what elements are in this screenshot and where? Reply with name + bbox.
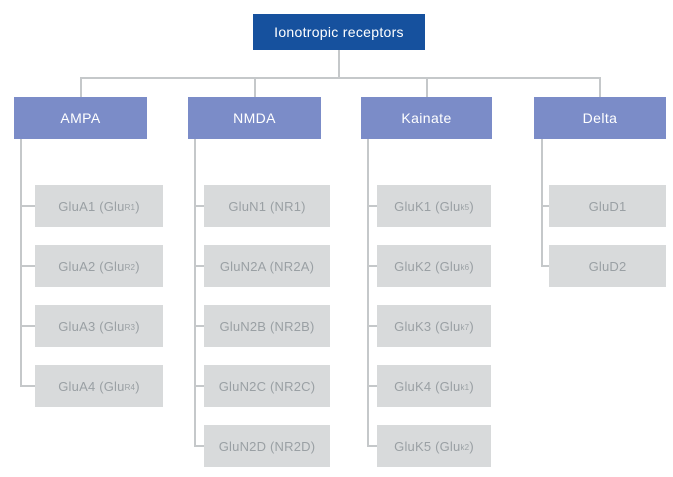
- root-node: Ionotropic receptors: [253, 14, 425, 50]
- node-label: GluA2 (Glu: [58, 258, 125, 274]
- connector-stub: [20, 265, 35, 267]
- node-glud2: GluD2: [549, 245, 666, 287]
- connector-spine-nmda: [194, 139, 196, 446]
- node-label: GluK2 (Glu: [394, 258, 461, 274]
- node-glud1: GluD1: [549, 185, 666, 227]
- root-node-label: Ionotropic receptors: [274, 24, 404, 40]
- connector-stub: [367, 385, 377, 387]
- node-glun2a: GluN2A (NR2A): [204, 245, 330, 287]
- connector-drop-kainate: [426, 77, 428, 97]
- connector-stub: [541, 205, 549, 207]
- connector-stub: [367, 265, 377, 267]
- connector-stub: [20, 385, 35, 387]
- node-label: GluN1 (NR1): [228, 198, 306, 214]
- node-label: GluA3 (Glu: [58, 318, 125, 334]
- category-kainate: Kainate: [361, 97, 492, 139]
- node-label: GluD1: [588, 198, 627, 214]
- connector-spine-kainate: [367, 139, 369, 446]
- node-label-suffix: ): [135, 258, 140, 274]
- node-glun2b: GluN2B (NR2B): [204, 305, 330, 347]
- connector-stub: [194, 385, 204, 387]
- node-label-suffix: ): [135, 378, 140, 394]
- connector-stub: [194, 445, 204, 447]
- node-glun1: GluN1 (NR1): [204, 185, 330, 227]
- connector-drop-delta: [599, 77, 601, 97]
- node-glun2c: GluN2C (NR2C): [204, 365, 330, 407]
- node-label-suffix: ): [469, 378, 474, 394]
- category-nmda-label: NMDA: [233, 110, 276, 126]
- connector-drop-ampa: [80, 77, 82, 97]
- connector-rail: [80, 77, 601, 79]
- node-label: GluK4 (Glu: [394, 378, 461, 394]
- connector-stub: [194, 265, 204, 267]
- connector-spine-ampa: [20, 139, 22, 386]
- connector-stub: [541, 265, 549, 267]
- connector-stub: [367, 445, 377, 447]
- node-label: GluD2: [588, 258, 627, 274]
- connector-stub: [367, 205, 377, 207]
- connector-stub: [194, 325, 204, 327]
- node-label-suffix: ): [135, 198, 140, 214]
- connector-stub: [367, 325, 377, 327]
- node-label: GluK1 (Glu: [394, 198, 461, 214]
- node-label: GluK3 (Glu: [394, 318, 461, 334]
- connector-stub: [20, 205, 35, 207]
- connector-drop-nmda: [254, 77, 256, 97]
- node-glun2d: GluN2D (NR2D): [204, 425, 330, 467]
- node-label-suffix: ): [135, 318, 140, 334]
- node-label-suffix: ): [469, 438, 474, 454]
- node-label-suffix: ): [469, 318, 474, 334]
- node-label: GluN2C (NR2C): [218, 378, 316, 394]
- node-label: GluN2D (NR2D): [218, 438, 316, 454]
- category-delta: Delta: [534, 97, 666, 139]
- node-label: GluK5 (Glu: [394, 438, 461, 454]
- connector-root-stem: [338, 50, 340, 77]
- node-label: GluA4 (Glu: [58, 378, 125, 394]
- connector-stub: [20, 325, 35, 327]
- category-delta-label: Delta: [582, 110, 618, 126]
- category-nmda: NMDA: [188, 97, 321, 139]
- connector-spine-delta: [541, 139, 543, 266]
- category-ampa-label: AMPA: [60, 110, 101, 126]
- category-kainate-label: Kainate: [401, 110, 452, 126]
- node-label: GluN2B (NR2B): [219, 318, 315, 334]
- node-label: GluA1 (Glu: [58, 198, 125, 214]
- connector-stub: [194, 205, 204, 207]
- node-label-suffix: ): [469, 258, 474, 274]
- node-label-suffix: ): [469, 198, 474, 214]
- node-label: GluN2A (NR2A): [219, 258, 315, 274]
- category-ampa: AMPA: [14, 97, 147, 139]
